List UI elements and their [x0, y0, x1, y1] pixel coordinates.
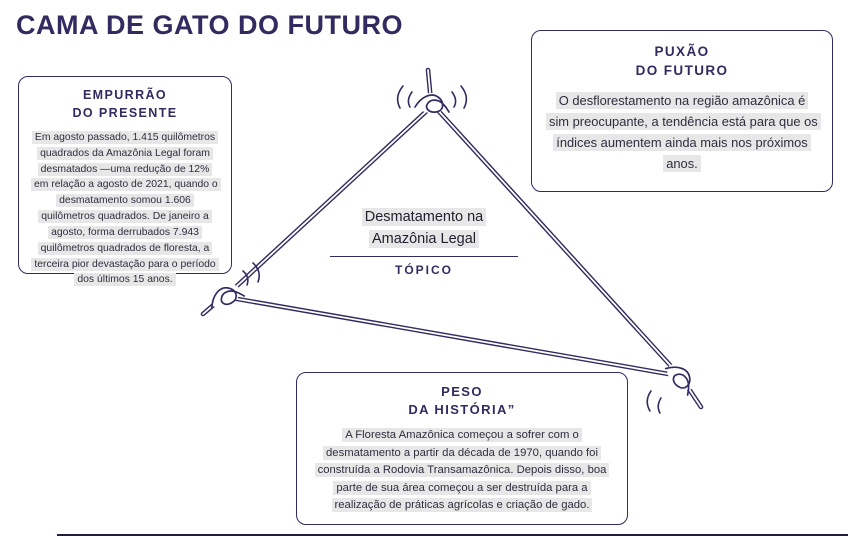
future-heading: PUXÃO DO FUTURO [546, 43, 818, 81]
rope-bottom [223, 294, 683, 379]
shake-marks-right [646, 390, 662, 414]
topic-label: Desmatamento na Amazônia Legal [330, 207, 518, 251]
shake-marks-left [242, 262, 260, 286]
knot-top [414, 93, 450, 113]
future-box: PUXÃO DO FUTURO O desflorestamento na re… [531, 30, 833, 192]
present-heading-line2: DO PRESENTE [72, 105, 178, 120]
future-body: O desflorestamento na região amazônica é… [546, 91, 821, 175]
history-heading-line2: DA HISTÓRIA” [408, 402, 516, 418]
future-body-text: O desflorestamento na região amazônica é… [546, 91, 821, 172]
topic-label-text: Desmatamento na Amazônia Legal [361, 208, 487, 248]
page-bottom-rule [57, 534, 848, 536]
future-heading-line1: PUXÃO [654, 44, 710, 59]
present-body: Em agosto passado, 1.415 quilômetros qua… [31, 130, 221, 288]
future-heading-line2: DO FUTURO [635, 62, 729, 78]
topic-divider [330, 255, 518, 257]
history-body: A Floresta Amazônica começou a sofrer co… [311, 427, 613, 515]
topic-block: Desmatamento na Amazônia Legal TÓPICO [330, 207, 518, 277]
rope-top-right [431, 103, 683, 379]
present-box: EMPURRÃO DO PRESENTE Em agosto passado, … [18, 76, 232, 287]
history-heading-line1: PESO [441, 384, 483, 399]
topic-caption: TÓPICO [394, 262, 453, 277]
present-heading-line1: EMPURRÃO [82, 88, 168, 102]
history-body-text: A Floresta Amazônica começou a sofrer co… [314, 428, 610, 513]
present-body-text: Em agosto passado, 1.415 quilômetros qua… [31, 131, 221, 287]
history-heading: PESO DA HISTÓRIA” [311, 383, 613, 419]
present-heading: EMPURRÃO DO PRESENTE [31, 87, 219, 122]
page-title: CAMA DE GATO DO FUTURO [16, 10, 403, 40]
shake-marks-top [396, 85, 468, 109]
knot-right [664, 363, 695, 396]
history-box: PESO DA HISTÓRIA” A Floresta Amazônica c… [296, 372, 628, 525]
knot-left [210, 284, 246, 309]
rope-top-left [223, 103, 435, 299]
